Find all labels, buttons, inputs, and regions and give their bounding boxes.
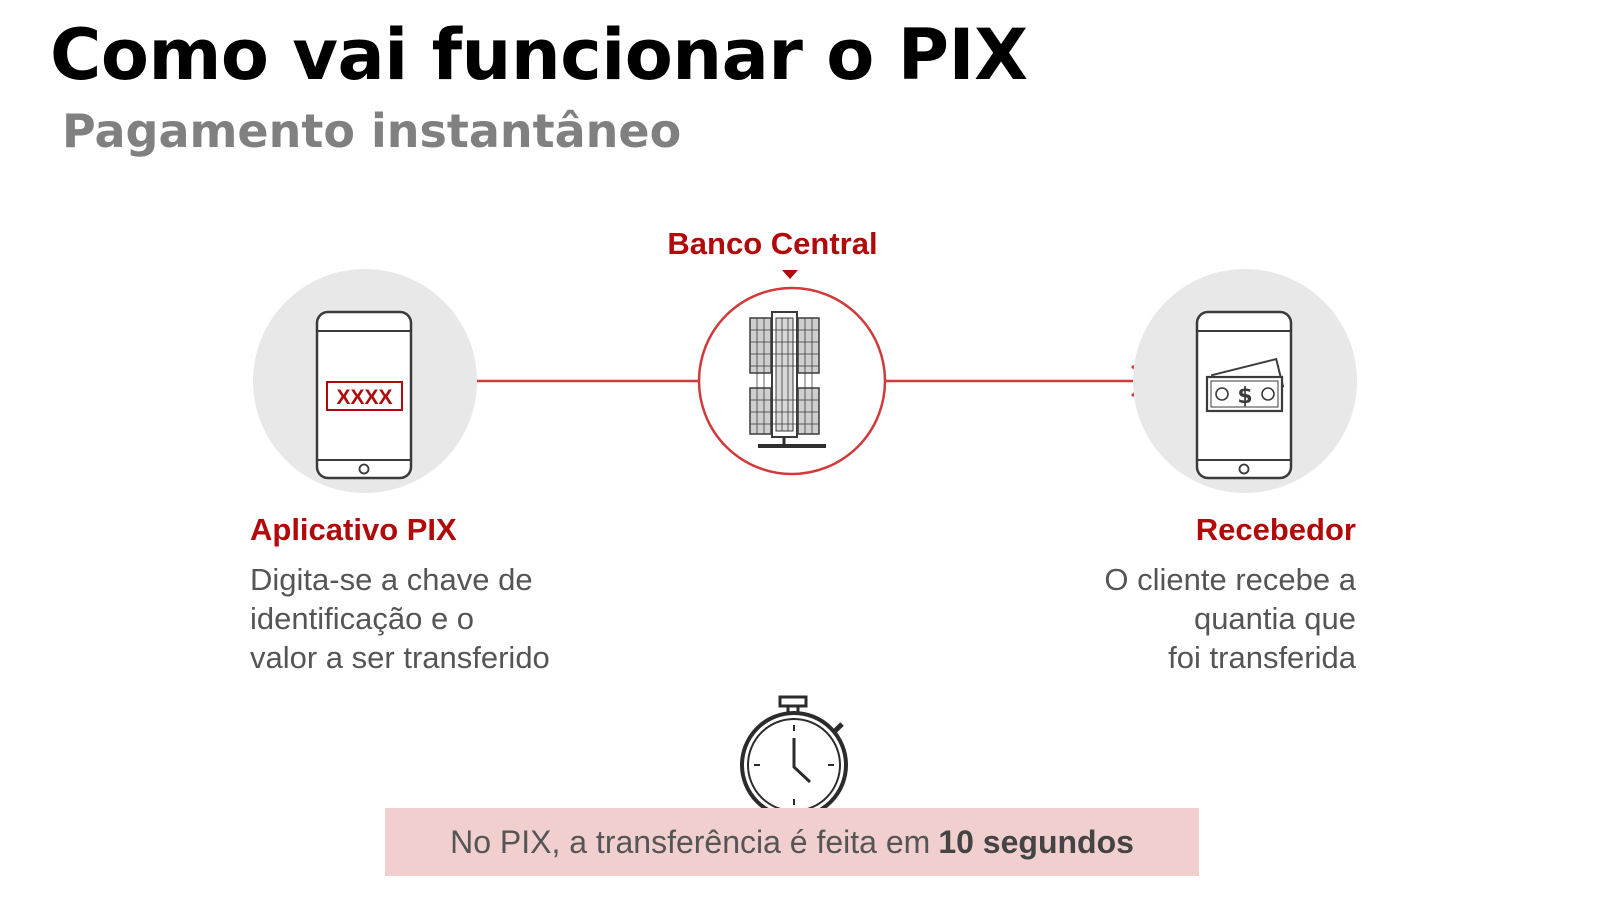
page-title: Como vai funcionar o PIX (50, 14, 1028, 96)
receiver-title: Recebedor (1195, 512, 1356, 547)
building-icon (749, 311, 826, 448)
money-phone-icon: $ (1195, 310, 1293, 480)
sender-description-line: Digita-se a chave de (250, 562, 533, 597)
sender-title: Aplicativo PIX (250, 512, 457, 547)
receiver-description-line: quantia que (1193, 601, 1356, 636)
phone-screen-text: XXXX (336, 386, 392, 409)
receiver-node: $ (1133, 269, 1357, 493)
receiver-description-line: foi transferida (1168, 640, 1356, 675)
sender-description-line: valor a ser transferido (250, 640, 550, 675)
smartphone-icon (315, 310, 413, 480)
receiver-description: O cliente recebe a quantia que foi trans… (1104, 560, 1356, 677)
central-bank-label: Banco Central (667, 226, 878, 261)
footer-text: No PIX, a transferência é feita em (450, 823, 931, 860)
sender-node: XXXX (253, 269, 477, 493)
footer-highlight: 10 segundos (938, 823, 1134, 860)
page-subtitle: Pagamento instantâneo (62, 104, 682, 158)
stopwatch-icon (740, 695, 848, 819)
footer-banner: No PIX, a transferência é feita em 10 se… (385, 808, 1199, 876)
central-bank-node (697, 270, 887, 476)
sender-description: Digita-se a chave de identificação e o v… (250, 560, 550, 677)
pointer-triangle-icon (782, 270, 798, 279)
sender-description-line: identificação e o (250, 601, 475, 636)
receiver-description-line: O cliente recebe a (1104, 562, 1356, 597)
svg-text:$: $ (1237, 384, 1252, 409)
